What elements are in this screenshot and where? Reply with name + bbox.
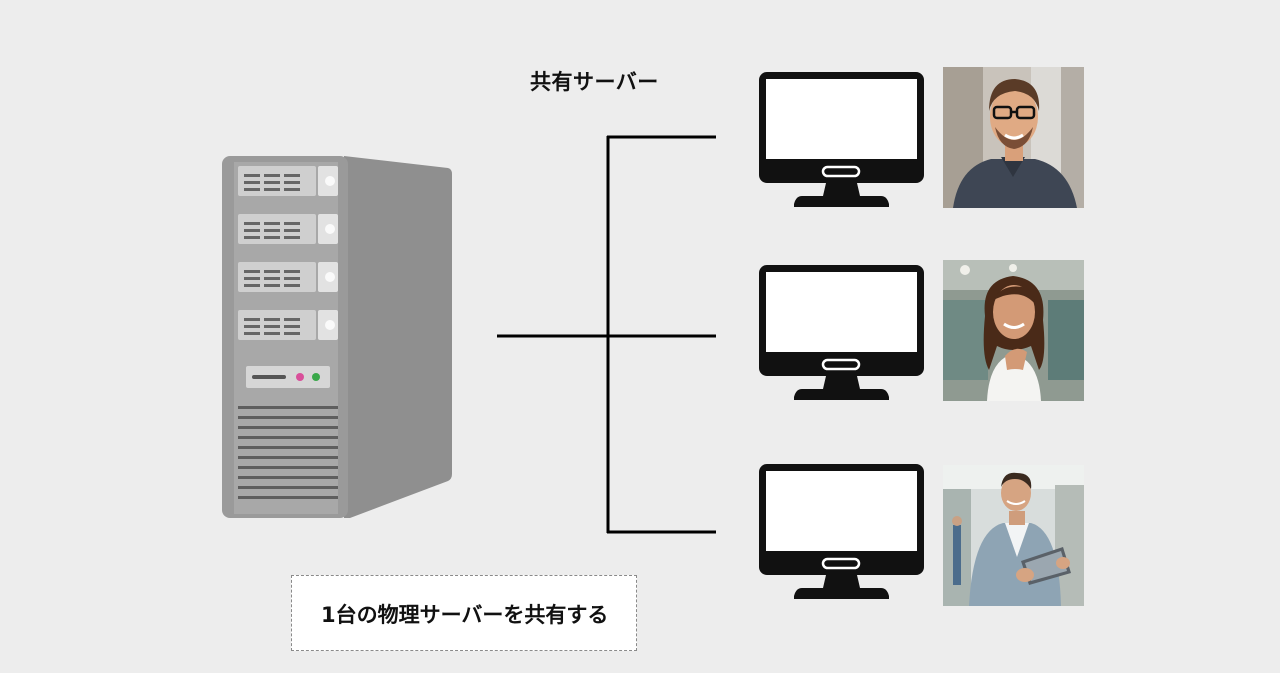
man-with-tablet-photo bbox=[943, 465, 1084, 606]
monitor-icon bbox=[759, 265, 924, 400]
caption-text: 1台の物理サーバーを共有する bbox=[321, 603, 609, 627]
monitor-icon bbox=[759, 72, 924, 207]
monitor-icon bbox=[759, 464, 924, 599]
tower-server-icon bbox=[222, 156, 452, 518]
man-with-glasses-photo bbox=[943, 67, 1084, 208]
smiling-woman-photo bbox=[943, 260, 1084, 401]
caption-box: 1台の物理サーバーを共有する bbox=[291, 575, 637, 651]
diagram-title: 共有サーバー bbox=[530, 70, 659, 94]
